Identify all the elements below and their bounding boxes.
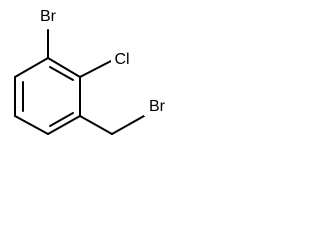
atom-label-br-right-group: Br (144, 98, 170, 116)
atom-label-br-top-group: Br (36, 8, 61, 26)
atom-label-br-right: Br (149, 98, 166, 115)
atom-label-br-top: Br (40, 8, 57, 25)
bond-ch2-to-br (111, 115, 145, 135)
ring-bond-c6-c1 (14, 57, 49, 78)
benzene-ring (14, 57, 81, 135)
atom-label-cl: Cl (114, 51, 129, 68)
ring-bond-c3-c4 (47, 115, 81, 135)
ring-double-bond-c1-c2-inner (49, 66, 74, 81)
ring-bond-c1-c2 (47, 57, 81, 78)
bond-to-ch2 (79, 115, 113, 135)
atom-label-br-top-bg (36, 8, 61, 26)
atom-label-cl-bg (111, 51, 133, 69)
ring-bond-c4-c5 (14, 115, 49, 135)
atom-label-cl-group: Cl (111, 51, 133, 69)
bond-to-cl (79, 60, 112, 78)
ring-double-bond-c3-c4-inner (49, 112, 74, 127)
atom-label-br-right-bg (144, 98, 170, 116)
chemical-structure-diagram: Br Cl Br (14, 8, 170, 135)
